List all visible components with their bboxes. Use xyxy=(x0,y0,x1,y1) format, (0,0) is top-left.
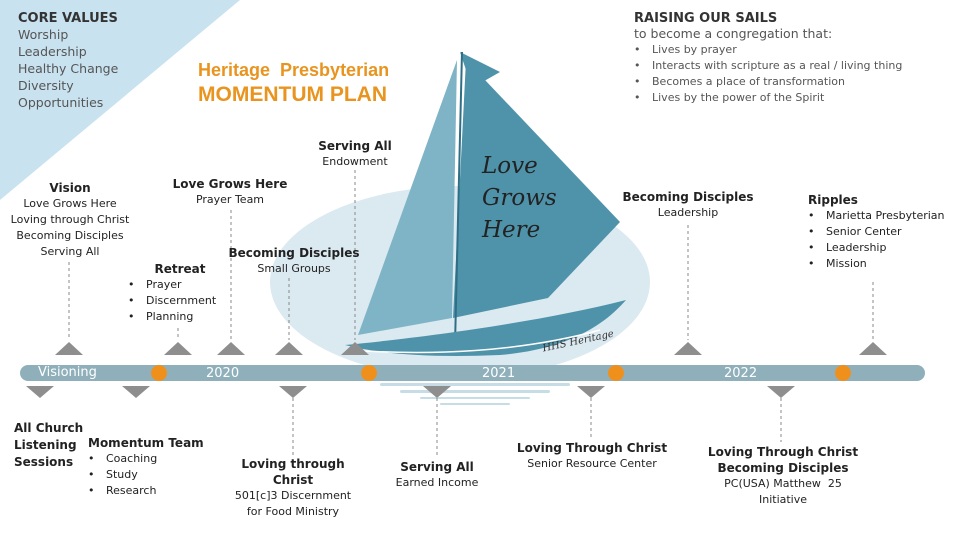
sailboat-icon xyxy=(345,51,626,356)
milestone-bullet: Coaching xyxy=(88,451,206,467)
milestone-title: Loving Through Christ xyxy=(707,445,859,459)
milestone-bullet: Senior Center xyxy=(808,224,956,240)
milestone-bullet: Mission xyxy=(808,256,956,272)
milestone-loving-senior-center: Loving Through Christ Senior Resource Ce… xyxy=(516,440,668,472)
milestone-line: Love Grows Here xyxy=(23,197,117,210)
milestone-title: Becoming Disciples xyxy=(717,461,849,475)
core-value-item: Worship xyxy=(18,27,69,42)
core-value-item: Leadership xyxy=(18,44,87,59)
milestone-title: Listening xyxy=(14,438,77,452)
milestone-bullet: Marietta Presbyterian xyxy=(808,208,956,224)
year-label-2020: 2020 xyxy=(206,366,240,381)
milestone-retreat: Retreat Prayer Discernment Planning xyxy=(128,261,232,325)
water-reflection xyxy=(380,383,570,405)
milestone-title: Becoming Disciples xyxy=(228,246,360,260)
year-label-2022: 2022 xyxy=(724,366,758,381)
milestone-bullet: Study xyxy=(88,467,206,483)
milestone-title: Love Grows Here xyxy=(172,177,288,191)
milestone-vision: Vision Love Grows Here Loving through Ch… xyxy=(0,180,140,260)
sails-bullet: Lives by prayer xyxy=(634,42,902,58)
raising-sails-title: RAISING OUR SAILS xyxy=(634,11,778,26)
plan-title: Heritage Presbyterian MOMENTUM PLAN xyxy=(198,60,389,107)
milestone-line: Earned Income xyxy=(395,476,479,489)
sails-bullet: Lives by the power of the Spirit xyxy=(634,90,902,106)
milestone-loving-pcusa: Loving Through Christ Becoming Disciples… xyxy=(706,444,860,508)
milestone-line: 501[c]3 Discernment xyxy=(234,489,352,502)
core-value-item: Healthy Change xyxy=(18,61,119,76)
sail-text-line: Here xyxy=(482,217,541,243)
raising-sails: RAISING OUR SAILS to become a congregati… xyxy=(634,11,902,106)
core-value-item: Diversity xyxy=(18,78,74,93)
year-dots xyxy=(151,365,851,381)
milestone-line: Initiative xyxy=(758,493,808,506)
milestone-ripples: Ripples Marietta Presbyterian Senior Cen… xyxy=(808,192,956,272)
sail-text: Love Grows Here xyxy=(482,150,557,246)
sail-text-line: Love xyxy=(482,153,538,179)
milestone-bullet: Leadership xyxy=(808,240,956,256)
milestone-serving-endowment: Serving All Endowment xyxy=(312,138,398,170)
milestone-title: Becoming Disciples xyxy=(622,190,754,204)
milestone-listening-sessions: All Church Listening Sessions xyxy=(14,420,84,471)
milestone-momentum-team: Momentum Team Coaching Study Research xyxy=(88,435,206,499)
milestone-title: Serving All xyxy=(400,460,474,474)
milestone-line: Small Groups xyxy=(257,262,331,275)
raising-sails-subtitle: to become a congregation that: xyxy=(634,26,833,41)
corner-triangle xyxy=(0,0,240,200)
timeline-start-label: Visioning xyxy=(38,365,97,380)
milestone-serving-earned-income: Serving All Earned Income xyxy=(390,459,484,491)
milestone-line: Leadership xyxy=(657,206,719,219)
milestone-line: Becoming Disciples xyxy=(16,229,124,242)
milestone-becoming-small-groups: Becoming Disciples Small Groups xyxy=(228,245,360,277)
milestone-bullet: Planning xyxy=(128,309,232,325)
sails-bullet: Becomes a place of transformation xyxy=(634,74,902,90)
plan-title-line2: MOMENTUM PLAN xyxy=(198,83,387,106)
milestone-love-grows: Love Grows Here Prayer Team xyxy=(170,176,290,208)
milestone-title: Serving All xyxy=(318,139,392,153)
sails-bullet: Interacts with scripture as a real / liv… xyxy=(634,58,902,74)
milestone-title: Retreat xyxy=(154,262,206,276)
milestone-line: Loving through Christ xyxy=(10,213,130,226)
year-label-2021: 2021 xyxy=(482,366,516,381)
milestone-title: Momentum Team xyxy=(88,436,204,450)
milestone-title: Ripples xyxy=(808,193,858,207)
milestone-title: Vision xyxy=(49,181,91,195)
milestone-bullet: Research xyxy=(88,483,206,499)
milestone-bullet: Discernment xyxy=(128,293,232,309)
milestone-line: Prayer Team xyxy=(195,193,265,206)
plan-title-line1: Heritage Presbyterian xyxy=(198,60,390,80)
core-values: CORE VALUES Worship Leadership Healthy C… xyxy=(18,11,118,111)
milestone-line: Senior Resource Center xyxy=(527,457,657,470)
milestone-line: for Food Ministry xyxy=(246,505,340,518)
milestone-loving-501c3: Loving through Christ 501[c]3 Discernmen… xyxy=(220,456,366,520)
core-value-item: Opportunities xyxy=(18,95,104,110)
timeline-bar xyxy=(20,365,925,381)
milestone-bullet: Prayer xyxy=(128,277,232,293)
milestone-line: Serving All xyxy=(40,245,100,258)
milestone-title: All Church xyxy=(14,421,84,435)
milestone-title: Sessions xyxy=(14,455,74,469)
milestone-line: Endowment xyxy=(322,155,388,168)
milestone-becoming-leadership: Becoming Disciples Leadership xyxy=(622,189,754,221)
milestone-title: Loving Through Christ xyxy=(516,441,668,455)
core-values-title: CORE VALUES xyxy=(18,11,118,26)
markers-below xyxy=(26,386,795,398)
markers-above xyxy=(55,342,887,355)
sail-text-line: Grows xyxy=(482,185,557,211)
milestone-line: PC(USA) Matthew 25 xyxy=(724,477,842,490)
milestone-title: Loving through Christ xyxy=(241,457,345,487)
